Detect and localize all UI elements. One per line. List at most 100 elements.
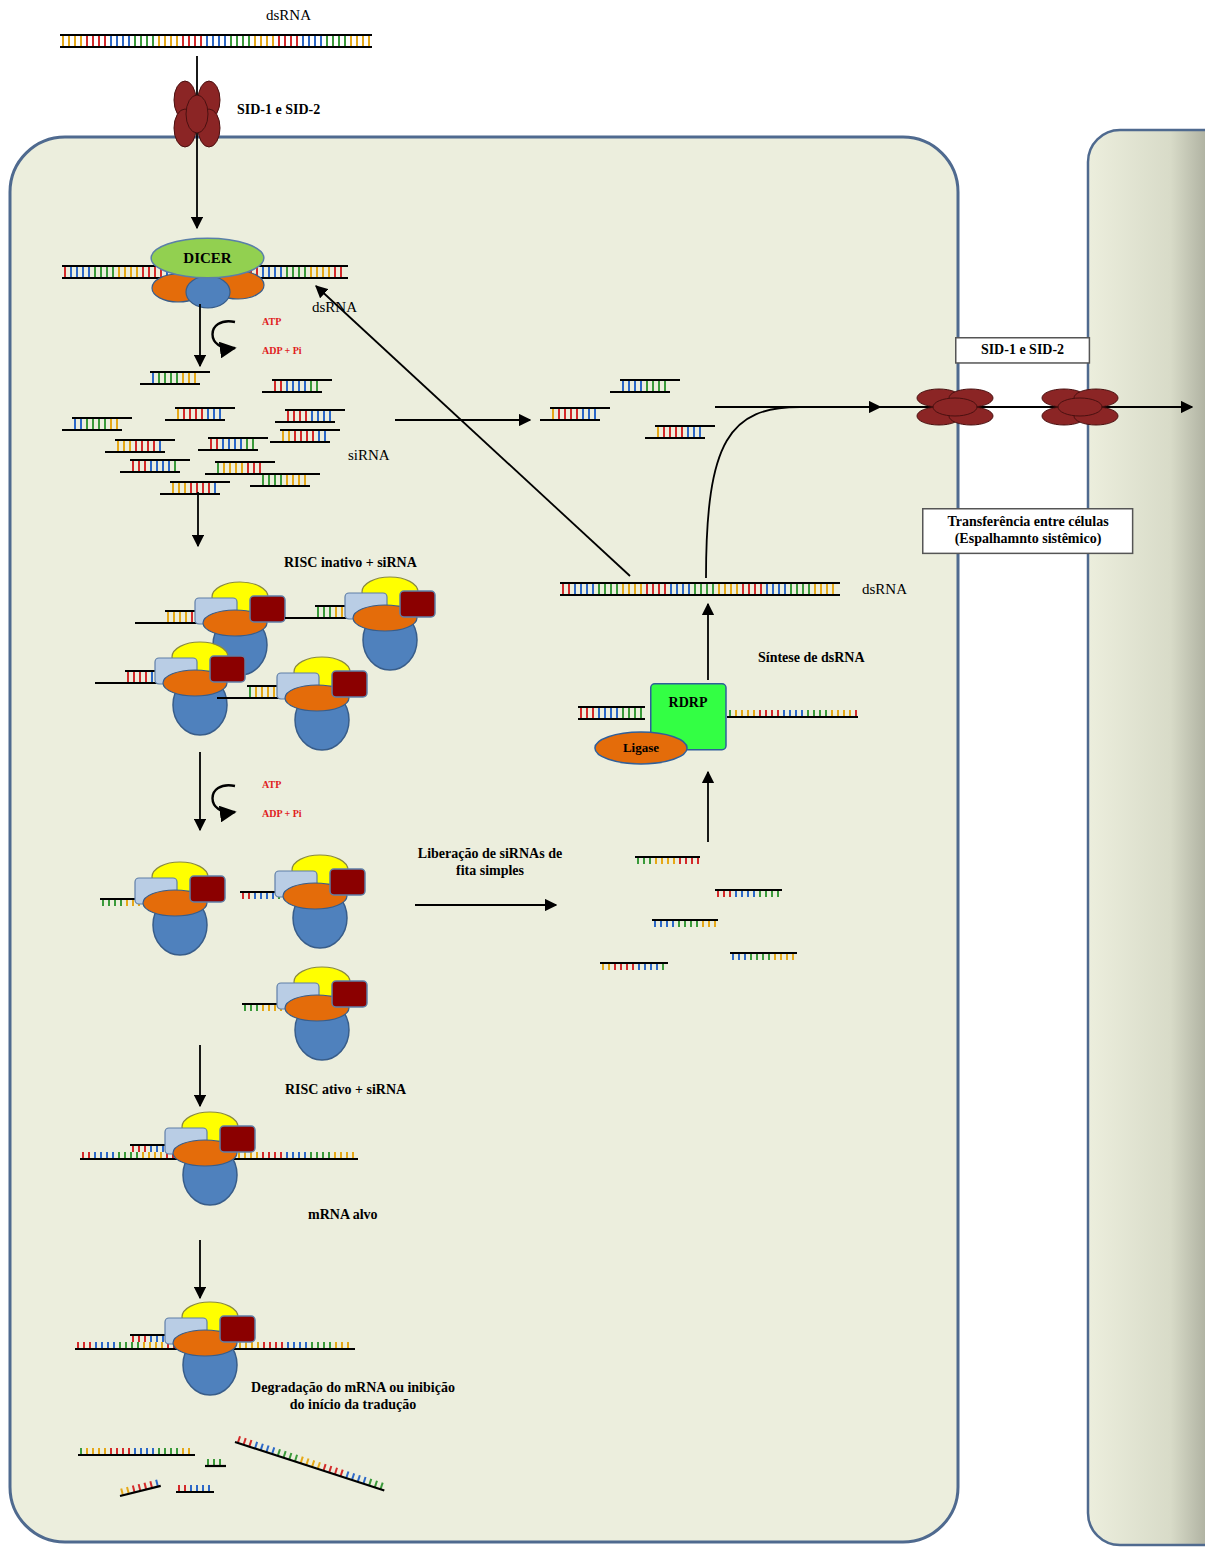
base-tick [185,612,187,622]
ssrna-strand [600,963,668,970]
base-tick [356,36,358,46]
base-tick [280,267,282,277]
rna-backbone [135,622,200,624]
base-tick [634,708,636,718]
risc-subunit [190,876,225,902]
base-tick [592,584,594,594]
base-tick [284,36,286,46]
base-tick [212,36,214,46]
base-tick [290,36,292,46]
base-tick [139,672,141,682]
base-tick [200,36,202,46]
base-tick [332,36,334,46]
sid-channel [174,81,220,147]
base-tick [210,439,212,449]
base-tick [292,381,294,391]
base-tick [182,373,184,383]
base-tick [328,267,330,277]
outline-shape [151,238,264,277]
base-tick [246,439,248,449]
base-tick [214,483,216,493]
ssrna-strand [118,1479,160,1496]
rna-backbone [208,437,268,439]
base-tick [796,584,798,594]
base-tick [241,463,243,473]
label: ADP + Pi [262,345,302,357]
base-tick [146,36,148,46]
base-tick [335,607,337,617]
base-tick [138,461,140,471]
risc-subunit [332,981,367,1007]
base-tick [766,584,768,594]
rna-backbone [272,379,332,381]
base-tick [174,461,176,471]
rna-backbone [620,379,680,381]
base-tick [272,36,274,46]
dsrna-strand [560,583,840,595]
rna-backbone [610,391,670,393]
base-tick [132,461,134,471]
base-tick [68,36,70,46]
base-tick [368,36,370,46]
base-tick [147,441,149,451]
rna-backbone [578,706,645,708]
risc-subunit [210,656,245,682]
base-tick [127,672,129,682]
ssrna-strand [78,1448,195,1455]
label: dsRNA [312,298,357,316]
arrow [707,604,709,680]
rna-backbone [280,429,340,431]
rna-backbone [560,594,840,596]
base-tick [202,483,204,493]
base-tick [154,267,156,277]
base-tick [178,483,180,493]
risc-subunit [330,869,365,895]
ssrna-strand [176,1485,214,1492]
base-tick [104,419,106,429]
base-tick [218,36,220,46]
base-tick [168,461,170,471]
base-tick [570,409,572,419]
label: SID-1 e SID-2 [237,102,320,119]
dsrna-strand [165,408,235,420]
base-tick [580,584,582,594]
base-tick [64,267,66,277]
rna-backbone [262,391,322,393]
base-tick [305,411,307,421]
base-tick [80,36,82,46]
base-tick [694,584,696,594]
base-tick [273,687,275,697]
ssrna-strand [635,857,700,864]
base-tick [133,672,135,682]
arrow [415,904,556,906]
rna-backbone [205,473,265,475]
label: Liberação de siRNAs de fita simples [410,846,570,880]
note-box: Transferência entre células (Espalhamnto… [922,508,1134,554]
base-tick [164,373,166,383]
rna-backbone [275,421,335,423]
base-tick [92,419,94,429]
rna-backbone [550,407,610,409]
base-tick [652,381,654,391]
rna-backbone [560,582,840,584]
base-tick [826,584,828,594]
base-tick [268,267,270,277]
arrow [706,407,800,578]
base-tick [122,36,124,46]
base-tick [604,708,606,718]
base-tick [158,36,160,46]
dicer-subunit [186,276,230,308]
base-tick [334,267,336,277]
dsrna-strand [120,460,190,472]
base-tick [310,267,312,277]
rna-backbone [60,46,372,48]
base-tick [664,584,666,594]
base-tick [634,381,636,391]
rna-backbone [130,459,190,461]
base-tick [76,267,78,277]
base-tick [341,607,343,617]
base-tick [74,36,76,46]
base-tick [312,431,314,441]
base-tick [278,36,280,46]
base-tick [646,584,648,594]
